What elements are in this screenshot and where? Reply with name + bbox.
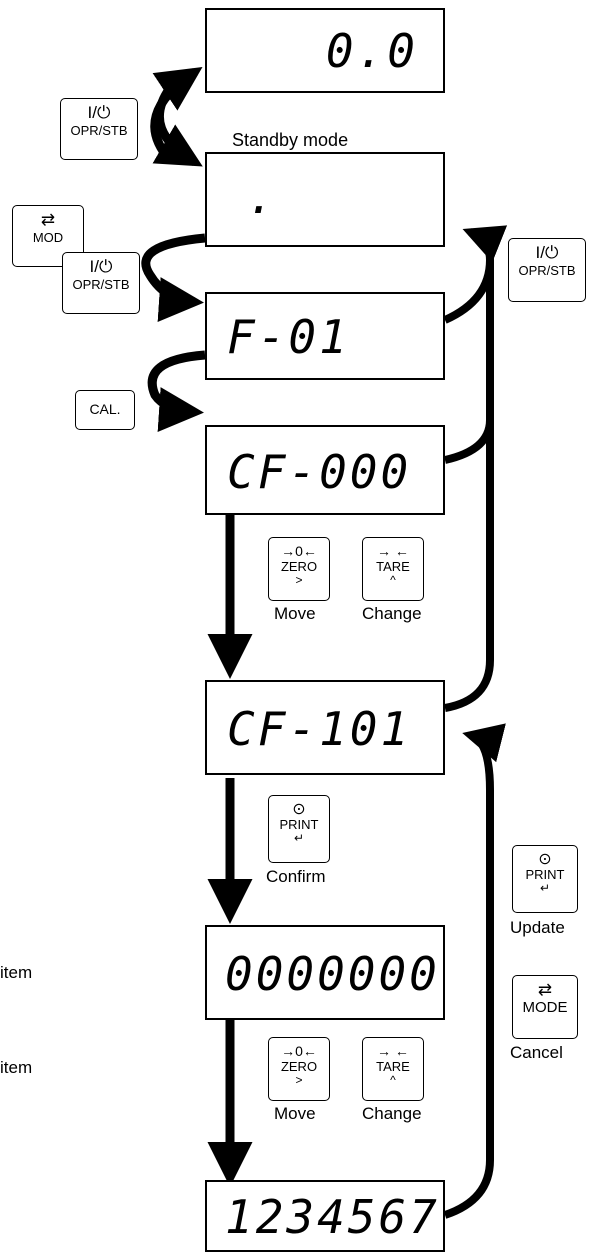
zero-symbol-icon: →0← xyxy=(281,1043,317,1059)
opr-stb-key-left[interactable]: I/⏻ OPR/STB xyxy=(60,98,138,160)
cancel-caption: Cancel xyxy=(510,1043,563,1062)
opr-stb-key-right-label: OPR/STB xyxy=(518,263,576,278)
mode-key-right-label: MODE xyxy=(522,999,568,1016)
power-icon: I/⏻ xyxy=(87,103,111,122)
print-key-2-label: PRINT xyxy=(525,867,565,882)
item-caption-2: item xyxy=(0,1058,33,1077)
opr-stb-key-right[interactable]: I/⏻ OPR/STB xyxy=(508,238,586,302)
zero-key-1[interactable]: →0← ZERO > xyxy=(268,537,330,601)
item-caption-1: item xyxy=(0,963,33,982)
display-weighing: 0.0 xyxy=(205,8,445,93)
mode-key-right[interactable]: ⇄ MODE xyxy=(512,975,578,1039)
confirm-caption: Confirm xyxy=(266,867,326,886)
enter-icon: ↵ xyxy=(293,831,305,845)
display-standby-value: . xyxy=(247,170,278,224)
enter-icon: ↵ xyxy=(539,881,551,895)
chevron-up-icon: ^ xyxy=(390,1073,396,1087)
display-code-entry-value: 0000000 xyxy=(225,947,440,1001)
display-function-value: F-01 xyxy=(227,310,350,364)
display-code-value: 1234567 xyxy=(205,1180,445,1252)
tare-key-2-label: TARE xyxy=(376,1059,410,1074)
display-code-value-value: 1234567 xyxy=(225,1190,440,1244)
tare-key-2[interactable]: → ← TARE ^ xyxy=(362,1037,424,1101)
tare-symbol-icon: → ← xyxy=(377,543,409,559)
line-cf000-to-bus xyxy=(444,419,494,464)
arrow-standby-to-f01 xyxy=(141,233,206,323)
tare-key-1[interactable]: → ← TARE ^ xyxy=(362,537,424,601)
zero-key-1-label: ZERO xyxy=(280,559,318,574)
arrow-return-to-standby xyxy=(443,225,508,324)
mode-key-left-label: MOD xyxy=(32,230,64,245)
mode-icon: ⇄ xyxy=(537,980,553,999)
zero-key-2-label: ZERO xyxy=(280,1059,318,1074)
display-code-entry: 0000000 xyxy=(205,925,445,1020)
display-cf-101: CF-101 xyxy=(205,680,445,775)
chevron-right-icon: > xyxy=(295,1073,303,1087)
opr-stb-key-mid-label: OPR/STB xyxy=(72,277,130,292)
display-cf-select-value: CF-000 xyxy=(227,445,412,499)
tare-symbol-icon: → ← xyxy=(377,1043,409,1059)
cal-key-label: CAL. xyxy=(89,401,121,417)
display-function: F-01 xyxy=(205,292,445,380)
arrow-weighing-to-standby xyxy=(152,85,203,167)
line-right-bus xyxy=(444,260,494,712)
move-caption-1: Move xyxy=(274,604,316,623)
tare-key-1-label: TARE xyxy=(376,559,410,574)
zero-symbol-icon: →0← xyxy=(281,543,317,559)
mode-icon: ⇄ xyxy=(40,210,56,229)
display-standby: . xyxy=(205,152,445,247)
cal-key[interactable]: CAL. xyxy=(75,390,135,430)
print-key-1[interactable]: ⊙ PRINT ↵ xyxy=(268,795,330,863)
print-key-1-label: PRINT xyxy=(279,817,319,832)
power-icon: I/⏻ xyxy=(535,243,559,262)
chevron-up-icon: ^ xyxy=(390,573,396,587)
arrow-f01-to-cf000 xyxy=(147,350,206,433)
print-key-2[interactable]: ⊙ PRINT ↵ xyxy=(512,845,578,913)
change-caption-1: Change xyxy=(362,604,422,623)
opr-stb-key-left-label: OPR/STB xyxy=(70,123,128,138)
display-cf-101-value: CF-101 xyxy=(227,702,412,756)
display-cf-select: CF-000 xyxy=(205,425,445,515)
arrow-value-to-cf101 xyxy=(443,723,506,1219)
change-caption-2: Change xyxy=(362,1104,422,1123)
print-symbol-icon: ⊙ xyxy=(538,851,552,868)
zero-key-2[interactable]: →0← ZERO > xyxy=(268,1037,330,1101)
chevron-right-icon: > xyxy=(295,573,303,587)
power-icon: I/⏻ xyxy=(89,257,113,276)
update-caption: Update xyxy=(510,918,565,937)
standby-mode-caption: Standby mode xyxy=(232,130,349,150)
display-weighing-value: 0.0 xyxy=(325,24,418,78)
opr-stb-key-mid[interactable]: I/⏻ OPR/STB xyxy=(62,252,140,314)
move-caption-2: Move xyxy=(274,1104,316,1123)
print-symbol-icon: ⊙ xyxy=(292,801,306,818)
